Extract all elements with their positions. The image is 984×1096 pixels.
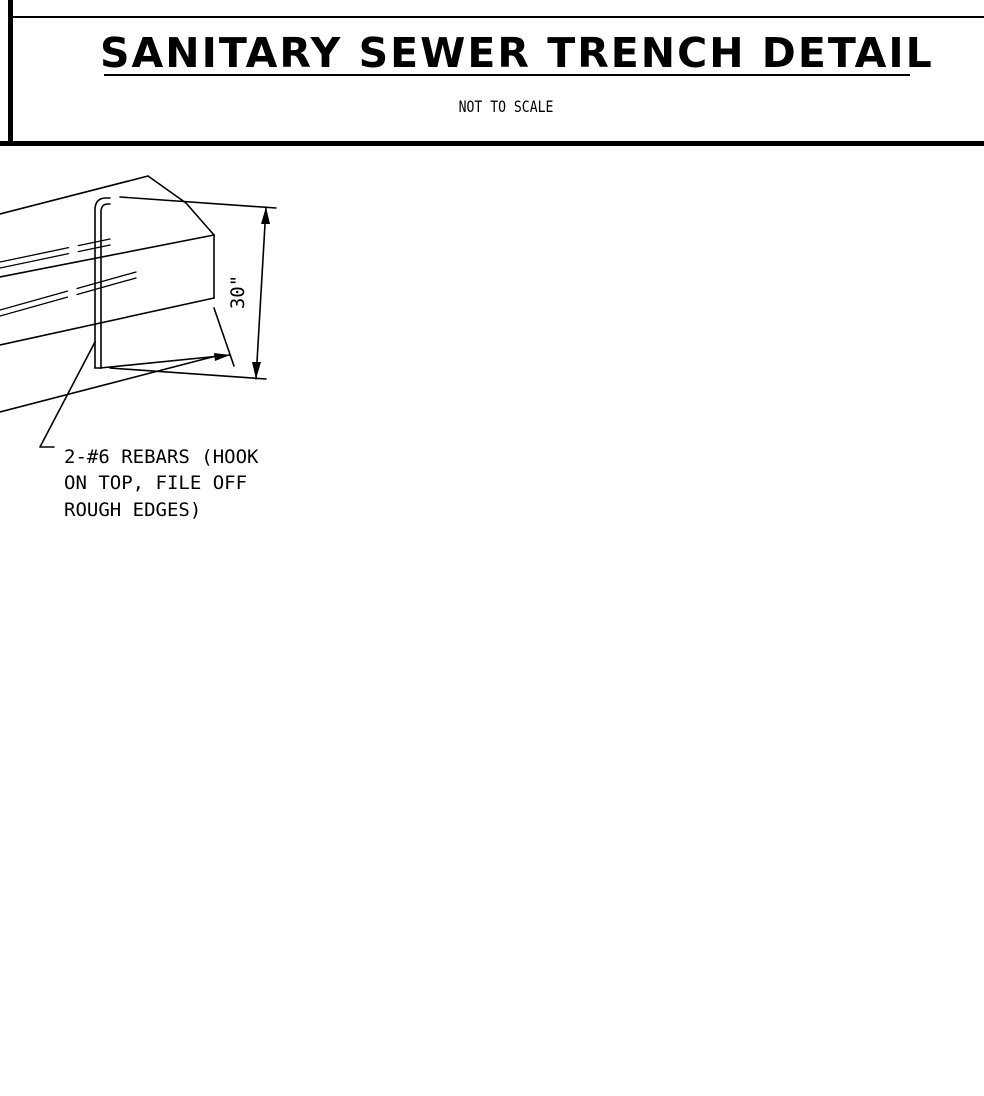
block-base-edge — [0, 355, 217, 413]
title-block-left-border — [8, 0, 13, 146]
block-right-top-edge — [147, 175, 215, 236]
title-block-bottom-border — [0, 141, 984, 146]
rebar-callout-line-2: ON TOP, FILE OFF — [64, 472, 247, 494]
dimension-line-30in — [255, 206, 267, 380]
block-top-edge — [0, 175, 149, 215]
title-underline — [104, 74, 910, 76]
scale-note: NOT TO SCALE — [458, 97, 554, 116]
trench-detail-drawing: 30" 2-#6 REBARS (HOOK ON TOP, FILE OFF R… — [0, 175, 277, 521]
hidden-rebar-lines — [0, 238, 137, 317]
block-front-top-edge — [0, 234, 215, 278]
dimension-arrow-top — [261, 207, 270, 224]
dimension-arrow-face — [214, 353, 230, 361]
extension-line-top — [119, 196, 277, 209]
dimension-label: 30" — [227, 275, 249, 309]
rebar-leader-line — [39, 341, 96, 448]
block-front-bottom-edge — [0, 297, 215, 346]
drawing-title: SANITARY SEWER TRENCH DETAIL — [100, 29, 934, 77]
title-block: SANITARY SEWER TRENCH DETAIL NOT TO SCAL… — [0, 0, 984, 146]
extension-line-face — [213, 307, 235, 367]
rebar-callout-line-1: 2-#6 REBARS (HOOK — [64, 446, 259, 468]
dimension-arrow-bottom — [252, 362, 261, 379]
title-block-top-border — [8, 16, 984, 18]
dimension-line-face — [99, 354, 231, 369]
extension-line-bottom — [109, 367, 267, 380]
rebar-callout-line-3: ROUGH EDGES) — [64, 499, 201, 521]
